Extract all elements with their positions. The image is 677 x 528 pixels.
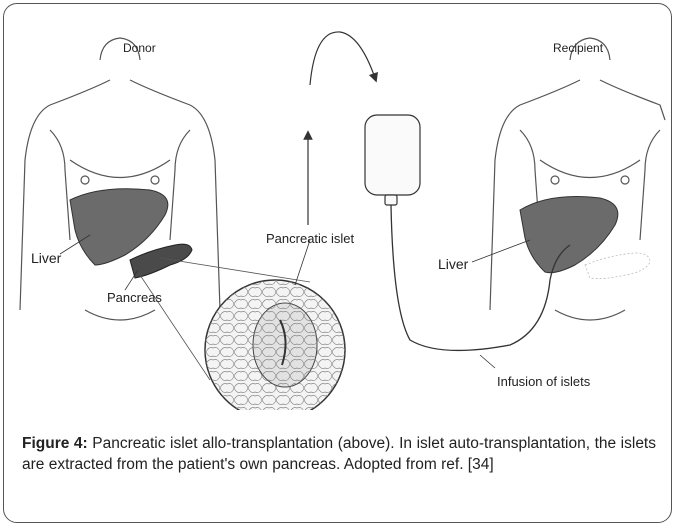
islet-magnifier — [200, 275, 350, 410]
recipient-liver — [520, 197, 618, 273]
pancreas-label: Pancreas — [107, 290, 162, 305]
liver-label-donor: Liver — [31, 250, 61, 266]
figure-number: Figure 4: — [22, 435, 88, 452]
donor-pancreas — [130, 244, 192, 278]
recipient-pancreas-ghost — [585, 253, 650, 279]
donor-label: Donor — [123, 41, 156, 55]
islet-transplant-illustration — [10, 10, 667, 410]
figure-caption: Figure 4: Pancreatic islet allo-transpla… — [22, 433, 656, 475]
recipient-label: Recipient — [553, 41, 603, 55]
pancreatic-islet-label: Pancreatic islet — [266, 231, 354, 246]
recipient-torso — [490, 38, 665, 320]
iv-bag — [365, 115, 420, 205]
liver-label-recipient: Liver — [438, 256, 468, 272]
caption-text: Pancreatic islet allo-transplantation (a… — [22, 435, 656, 473]
donor-torso — [20, 38, 220, 320]
infusion-label: Infusion of islets — [497, 374, 590, 389]
